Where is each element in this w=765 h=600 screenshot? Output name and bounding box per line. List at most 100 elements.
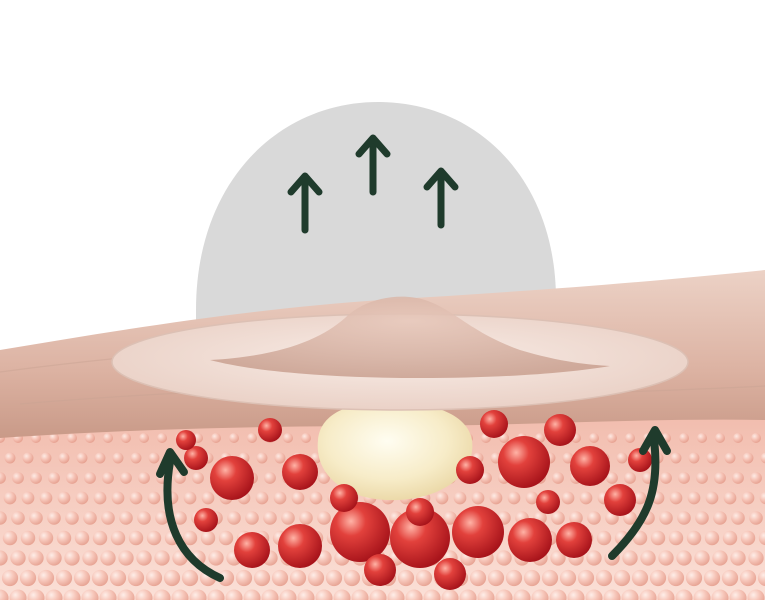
cell [66,472,78,484]
cell [263,511,277,525]
cell [56,530,72,546]
cell [67,433,77,443]
cell [749,511,763,525]
cell [570,446,610,486]
cell [621,589,639,600]
cell [633,491,647,505]
cell [723,491,737,505]
cell [525,491,539,505]
cell [63,589,81,600]
cell [55,569,73,587]
cell [93,491,107,505]
cell [452,506,504,558]
cell [569,511,583,525]
cell [498,436,550,488]
cell [273,491,287,505]
cell [136,550,152,566]
cell [724,452,736,464]
cell [740,530,756,546]
cell [686,530,702,546]
cell [625,433,635,443]
cell [200,530,216,546]
cell [73,569,91,587]
cell [247,433,257,443]
arrow-up-icon [355,134,391,196]
cell [138,472,150,484]
cell [112,452,124,464]
cell [595,569,613,587]
cell [730,550,746,566]
cell [508,518,552,562]
cell [640,550,656,566]
cell [507,491,521,505]
cell [694,550,710,566]
cell [145,569,163,587]
cell [667,569,685,587]
cell [551,511,565,525]
cell [318,472,330,484]
cell [243,589,261,600]
cell [99,589,117,600]
cell [139,433,149,443]
cell [147,491,161,505]
cell [657,589,675,600]
cell [28,550,44,566]
cell [49,433,59,443]
cell [453,491,467,505]
cell [281,511,295,525]
cell [39,491,53,505]
cell [207,589,225,600]
cell [10,550,26,566]
cell [279,589,297,600]
cell [679,433,689,443]
cell [46,550,62,566]
cell [58,452,70,464]
cell [225,589,243,600]
cell [541,569,559,587]
cell [443,511,457,525]
cell [146,530,162,546]
cell [235,569,253,587]
cell [130,452,142,464]
cell [91,569,109,587]
cell [711,589,729,600]
cell [261,589,279,600]
cell [181,569,199,587]
cell [729,589,747,600]
cell [309,491,323,505]
cell [201,491,215,505]
cell [351,589,369,600]
cell [83,511,97,525]
cell [423,589,441,600]
cell [155,511,169,525]
cell [307,569,325,587]
cell [182,530,198,546]
cell [434,558,466,590]
cell [760,452,765,464]
cell [471,491,485,505]
cell [489,491,503,505]
cell [1,569,19,587]
cell [117,589,135,600]
cell [697,433,707,443]
cell [544,414,576,446]
cell [477,589,495,600]
cell [759,491,765,505]
cell [194,508,218,532]
cell [748,550,764,566]
cell [613,569,631,587]
cell [65,511,79,525]
cell [20,530,36,546]
cell [153,589,171,600]
cell [722,530,738,546]
cell [101,511,115,525]
inflamed-cells [176,410,652,590]
cell [579,491,593,505]
cell [127,569,145,587]
cell [733,433,743,443]
cell [676,550,692,566]
cell [632,530,648,546]
cell [129,491,143,505]
cell [639,589,657,600]
cell [100,550,116,566]
